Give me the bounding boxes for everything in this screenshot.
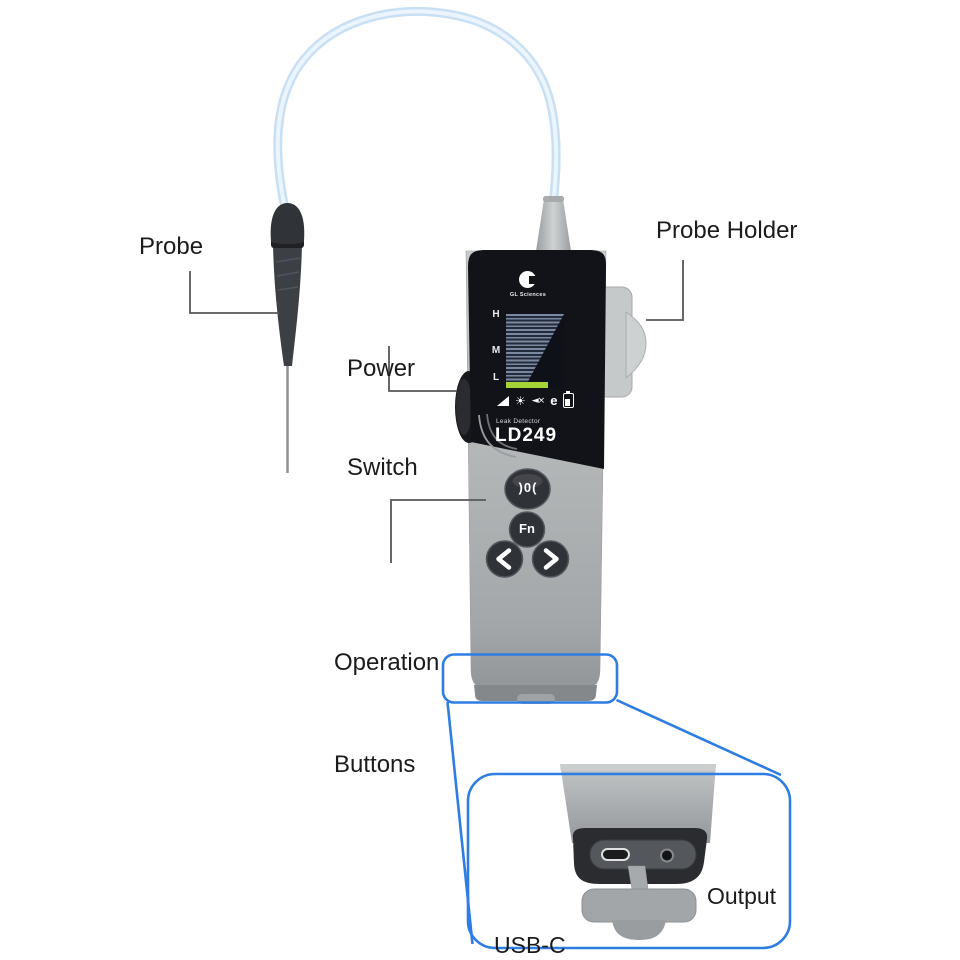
fn-button [508, 511, 546, 548]
left-chevron-icon [496, 548, 512, 570]
output-port [660, 848, 674, 863]
panel-accent-outer [478, 414, 517, 458]
port-cover-flap [581, 888, 697, 923]
level-label-high: H [492, 309, 500, 320]
power-switch-label: Power Switch [347, 355, 418, 481]
usb-c-port-label: USB-C Port [494, 932, 566, 958]
fitting-top [543, 196, 564, 202]
signal-icon [497, 395, 509, 406]
right-chevron-icon [543, 548, 559, 570]
output-label: Output [707, 883, 777, 909]
lcd-screen: GL Sciences H M L ☀ ◄× e Leak Detector L… [466, 248, 608, 472]
inset-body-highlight [560, 764, 716, 771]
battery-icon [563, 390, 575, 408]
level-bargraph [506, 314, 564, 388]
zero-button-sheen [512, 474, 543, 488]
callout-line-left [446, 701, 474, 945]
e-indicator: e [550, 393, 558, 408]
power-switch-highlight [456, 379, 472, 435]
level-label-mid: M [491, 345, 501, 356]
operation-buttons-label: Operation Buttons [334, 649, 440, 778]
probe-holder-label: Probe Holder [656, 217, 798, 244]
probe-leader [189, 271, 279, 314]
callout-zoom-box [466, 772, 792, 950]
sampling-tube [273, 7, 561, 218]
power-switch-leader [388, 346, 457, 392]
bottom-cap [474, 685, 597, 701]
mute-icon: ◄× [531, 395, 546, 406]
callout-line-right [615, 698, 782, 777]
zero-adjust-glyph: )0( [518, 480, 538, 495]
brand-text: GL Sciences [509, 292, 547, 298]
holder-clip [625, 311, 647, 380]
probe-body [273, 244, 302, 366]
operation-buttons-leader [390, 499, 486, 563]
probe-ridges [275, 257, 301, 291]
inset-bottom-view [560, 764, 716, 940]
probe [270, 203, 305, 473]
left-arrow-button [485, 540, 524, 578]
operation-buttons [485, 468, 570, 578]
bargraph-level-bar [506, 382, 548, 388]
panel-accent-inner [486, 413, 518, 450]
gl-sciences-logo-icon [519, 271, 538, 288]
model-number: LD249 [495, 425, 558, 446]
zero-adjust-button [504, 468, 551, 510]
level-label-low: L [492, 372, 500, 383]
magnifier-callout [441, 653, 792, 950]
flap-tab [612, 920, 666, 940]
right-arrow-button [531, 540, 570, 578]
callout-source-box [441, 653, 619, 704]
leader-lines [189, 260, 684, 563]
status-icon-row: ☀ ◄× e [497, 390, 593, 409]
inset-body [560, 764, 716, 843]
brightness-icon: ☀ [515, 393, 526, 408]
probe-holder-leader [646, 260, 684, 321]
usb-c-port [601, 848, 630, 861]
probe-cap [270, 203, 305, 244]
tube-fitting [536, 199, 571, 251]
fn-glyph: Fn [519, 521, 535, 536]
tube-inner [275, 9, 559, 215]
product-type-text: Leak Detector [496, 418, 541, 425]
bargraph-scale [506, 314, 564, 388]
probe-label: Probe [139, 233, 204, 260]
